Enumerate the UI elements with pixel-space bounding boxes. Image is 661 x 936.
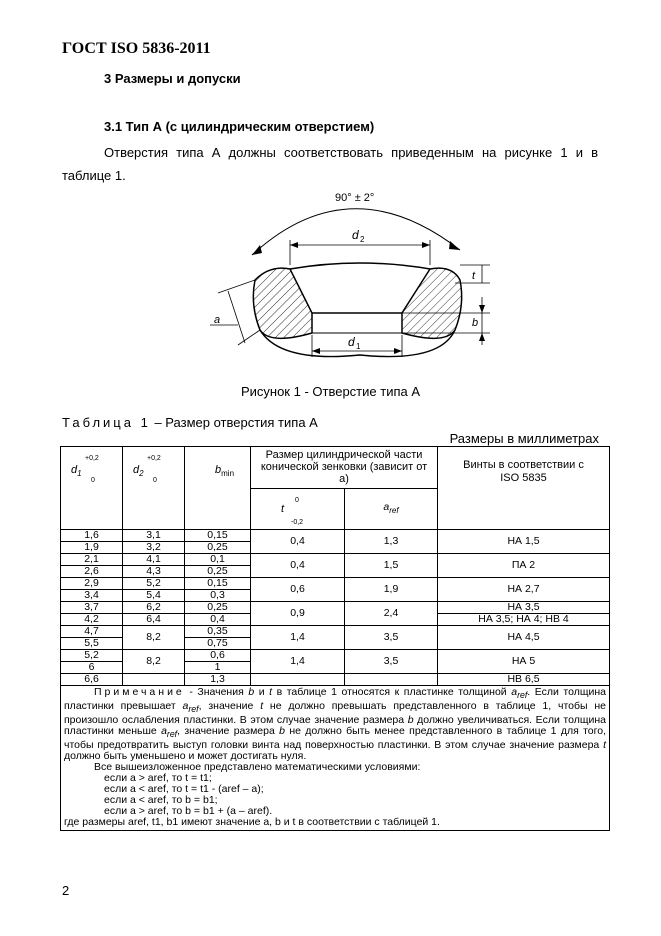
cell-d2: 8,2 bbox=[122, 649, 185, 674]
table-note: Примечание - Значения b и t в таблице 1 … bbox=[60, 684, 610, 832]
washer-drawing: d 2 d 1 t b a 90° ± 2° bbox=[210, 192, 490, 358]
angle-arc bbox=[251, 208, 461, 256]
svg-text:1: 1 bbox=[356, 342, 361, 351]
cell-bmin: 0,4 bbox=[184, 613, 251, 626]
cell-d2: 4,1 bbox=[122, 553, 185, 566]
cell-bmin: 0,1 bbox=[184, 553, 251, 566]
cell-d2: 8,2 bbox=[122, 625, 185, 650]
holes-table: +0,2 d1 0 +0,2 d2 0 bmin Размер цилиндри… bbox=[60, 446, 610, 832]
cell-aref: 1,9 bbox=[344, 577, 438, 602]
body-paragraph: Отверстия типа А должны соответствовать … bbox=[62, 145, 598, 183]
cell-t: 0,4 bbox=[250, 553, 345, 578]
svg-text:2: 2 bbox=[360, 235, 365, 244]
d1-label: d bbox=[348, 335, 355, 349]
cell-bmin: 0,75 bbox=[184, 637, 251, 650]
cell-t: 0,4 bbox=[250, 529, 345, 554]
cell-bmin: 1 bbox=[184, 661, 251, 674]
table-title: Таблица 1 – Размер отверстия типа А bbox=[62, 415, 318, 430]
cell-d2: 5,4 bbox=[122, 589, 185, 602]
cell-d2: 3,1 bbox=[122, 529, 185, 542]
cell-aref: 1,5 bbox=[344, 553, 438, 578]
cell-t: 0,9 bbox=[250, 601, 345, 626]
figure-caption: Рисунок 1 - Отверстие типа А bbox=[240, 384, 421, 399]
cell-d1: 6,6 bbox=[60, 673, 123, 686]
cell-bmin: 0,35 bbox=[184, 625, 251, 638]
cell-d1: 5,5 bbox=[60, 637, 123, 650]
header-aref: aref bbox=[344, 487, 438, 530]
header-screws: Винты в соответствии с ISO 5835 bbox=[437, 446, 610, 530]
cell-d1: 3,7 bbox=[60, 601, 123, 614]
cell-screws: НА 3,5 bbox=[437, 601, 610, 614]
cell-bmin: 0,6 bbox=[184, 649, 251, 662]
cell-screws: НА 1,5 bbox=[437, 529, 610, 554]
left-section bbox=[252, 267, 313, 339]
cell-screws: НВ 6,5 bbox=[437, 673, 610, 686]
cell-t: 1,4 bbox=[250, 649, 345, 674]
cell-t: 0,6 bbox=[250, 577, 345, 602]
cell-d1: 2,6 bbox=[60, 565, 123, 578]
header-bmin: bmin bbox=[184, 446, 251, 530]
cell-bmin: 1,3 bbox=[184, 673, 251, 686]
units-note: Размеры в миллиметрах bbox=[449, 431, 599, 446]
document-header: ГОСТ ISO 5836-2011 bbox=[62, 40, 211, 57]
cell-d1: 3,4 bbox=[60, 589, 123, 602]
cell-d1: 6 bbox=[60, 661, 123, 674]
cell-bmin: 0,25 bbox=[184, 565, 251, 578]
cell-d1: 1,9 bbox=[60, 541, 123, 554]
cell-screws: ПА 2 bbox=[437, 553, 610, 578]
a-label: a bbox=[214, 314, 220, 326]
b-label: b bbox=[472, 317, 478, 329]
cell-aref bbox=[344, 673, 438, 686]
cell-d2: 6,4 bbox=[122, 613, 185, 626]
header-t: 0 t -0,2 bbox=[250, 487, 345, 530]
subsection-title: 3.1 Тип А (с цилиндрическим отверстием) bbox=[104, 119, 375, 134]
cell-d2: 4,3 bbox=[122, 565, 185, 578]
cell-d1: 1,6 bbox=[60, 529, 123, 542]
table-row: 6,6 1,3 НВ 6,5 bbox=[60, 673, 610, 686]
cell-bmin: 0,15 bbox=[184, 529, 251, 542]
right-section bbox=[401, 267, 463, 339]
d2-label: d bbox=[352, 228, 359, 242]
cell-aref: 3,5 bbox=[344, 625, 438, 650]
cell-bmin: 0,25 bbox=[184, 601, 251, 614]
header-d1: +0,2 d1 0 bbox=[60, 446, 123, 530]
cell-screws: НА 2,7 bbox=[437, 577, 610, 602]
cell-bmin: 0,25 bbox=[184, 541, 251, 554]
cell-screws: НА 3,5; НА 4; НВ 4 bbox=[437, 613, 610, 626]
cell-d1: 2,1 bbox=[60, 553, 123, 566]
header-d2: +0,2 d2 0 bbox=[122, 446, 185, 530]
cell-screws: НА 5 bbox=[437, 649, 610, 674]
cell-d1: 4,2 bbox=[60, 613, 123, 626]
cell-d2: 6,2 bbox=[122, 601, 185, 614]
t-label: t bbox=[472, 270, 476, 282]
cell-d1: 2,9 bbox=[60, 577, 123, 590]
cell-bmin: 0,3 bbox=[184, 589, 251, 602]
cell-screws: НА 4,5 bbox=[437, 625, 610, 650]
cell-d2: 5,2 bbox=[122, 577, 185, 590]
angle-label: 90° ± 2° bbox=[335, 192, 374, 204]
cell-d2 bbox=[122, 673, 185, 686]
cell-bmin: 0,15 bbox=[184, 577, 251, 590]
page-number: 2 bbox=[62, 883, 70, 898]
cell-aref: 1,3 bbox=[344, 529, 438, 554]
section-title: 3 Размеры и допуски bbox=[104, 71, 241, 86]
cell-d1: 5,2 bbox=[60, 649, 123, 662]
cell-t bbox=[250, 673, 345, 686]
cell-aref: 2,4 bbox=[344, 601, 438, 626]
cell-d2: 3,2 bbox=[122, 541, 185, 554]
cell-t: 1,4 bbox=[250, 625, 345, 650]
header-group: Размер цилиндрической части конической з… bbox=[250, 446, 438, 489]
cell-d1: 4,7 bbox=[60, 625, 123, 638]
cell-aref: 3,5 bbox=[344, 649, 438, 674]
